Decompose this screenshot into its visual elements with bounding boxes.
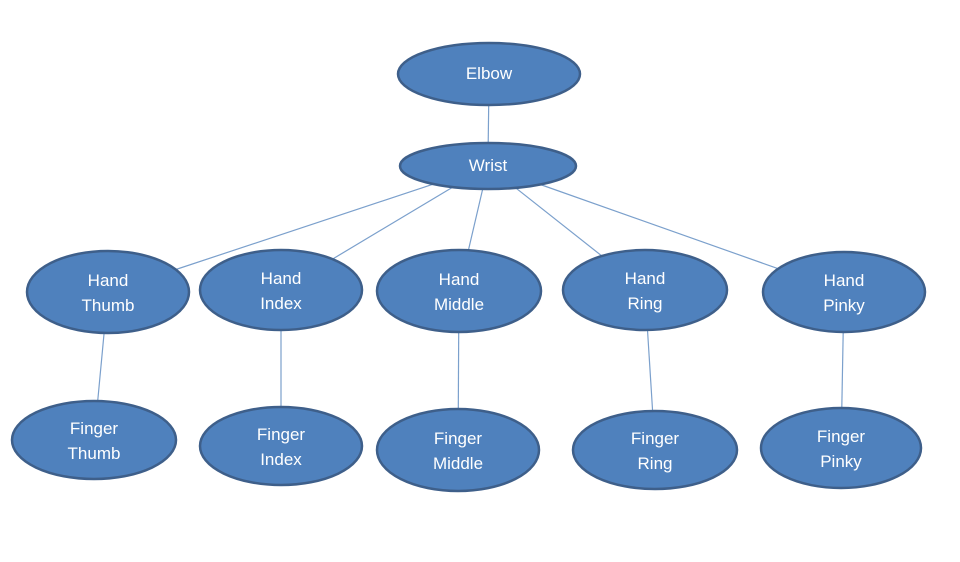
node-shape-hand-middle [375, 248, 543, 334]
node-label-line: Finger [817, 427, 866, 446]
node-shape-elbow [396, 41, 582, 107]
node-wrist[interactable]: Wrist [398, 141, 578, 191]
node-label-wrist: Wrist [469, 156, 508, 175]
edge-elbow-to-wrist [487, 104, 490, 144]
node-shape-finger-index [198, 405, 364, 487]
edge-wrist-to-hand-middle [467, 188, 484, 251]
node-elbow[interactable]: Elbow [396, 41, 582, 107]
node-label-line: Index [260, 450, 302, 469]
node-shape-wrist [398, 141, 578, 191]
node-label-line: Pinky [820, 452, 862, 471]
node-label-line: Hand [824, 271, 865, 290]
node-label-line: Middle [433, 454, 483, 473]
node-label-line: Finger [70, 419, 119, 438]
node-label-line: Thumb [68, 444, 121, 463]
edge-wrist-to-hand-thumb [175, 183, 434, 271]
edge-hand-ring-to-finger-ring [646, 329, 654, 412]
node-label-line: Middle [434, 295, 484, 314]
node-label-line: Ring [638, 454, 673, 473]
node-shape-hand-ring [561, 248, 729, 332]
node-label-line: Index [260, 294, 302, 313]
node-label-line: Wrist [469, 156, 508, 175]
node-label-line: Hand [261, 269, 302, 288]
node-label-line: Elbow [466, 64, 513, 83]
node-shape-finger-thumb [10, 399, 178, 481]
node-shape-hand-pinky [761, 250, 927, 334]
edge-hand-thumb-to-finger-thumb [97, 332, 105, 402]
node-shape-hand-index [198, 248, 364, 332]
edge-hand-pinky-to-finger-pinky [841, 331, 844, 409]
node-label-line: Finger [434, 429, 483, 448]
edge-wrist-to-hand-index [332, 186, 454, 260]
node-shape-finger-ring [571, 409, 739, 491]
node-shape-hand-thumb [25, 249, 191, 335]
node-label-line: Finger [257, 425, 306, 444]
node-label-line: Finger [631, 429, 680, 448]
node-label-line: Hand [625, 269, 666, 288]
node-shape-finger-middle [375, 407, 541, 493]
node-label-line: Hand [439, 270, 480, 289]
node-label-line: Pinky [823, 296, 865, 315]
node-label-line: Thumb [82, 296, 135, 315]
edge-wrist-to-hand-pinky [540, 183, 779, 270]
node-label-line: Ring [628, 294, 663, 313]
node-shape-finger-pinky [759, 406, 923, 490]
node-label-line: Hand [88, 271, 129, 290]
node-label-elbow: Elbow [466, 64, 513, 83]
edge-wrist-to-hand-ring [515, 187, 603, 257]
